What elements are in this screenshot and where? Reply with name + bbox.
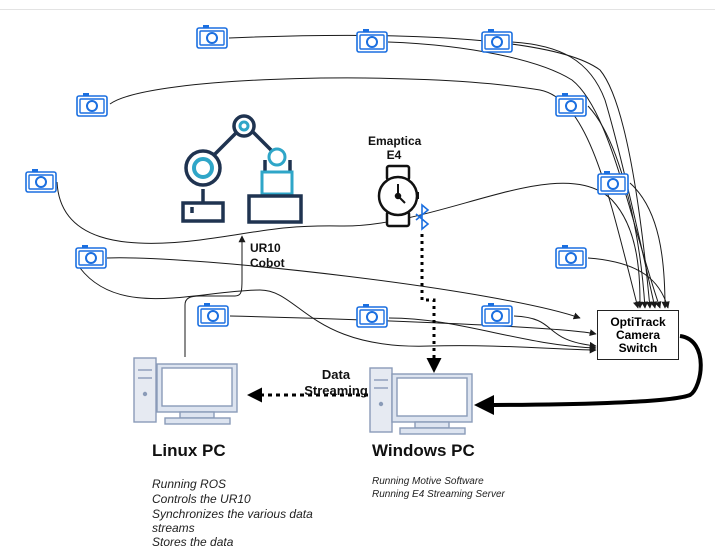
cable-cam-6 xyxy=(56,181,644,309)
cable-cam-9 xyxy=(106,257,581,320)
cable-cam-11 xyxy=(388,317,597,352)
linux-to-cobot-line xyxy=(184,235,246,357)
note-line: Running ROS xyxy=(152,477,227,491)
cable-cam-7 xyxy=(629,182,669,309)
switch-to-windows-arrow xyxy=(474,334,703,415)
note-line: Synchronizes the various data streams xyxy=(152,507,313,535)
top-divider xyxy=(0,9,715,10)
camera-icon xyxy=(75,244,107,269)
windows-pc-notes: Running Motive Software Running E4 Strea… xyxy=(372,475,542,501)
cable-cam-13 xyxy=(79,267,597,354)
watch-icon xyxy=(377,164,419,228)
note-line: Stores the data xyxy=(152,535,234,549)
emaptica-e4-label: Emaptica E4 xyxy=(368,134,422,162)
cobot-icon xyxy=(181,114,303,224)
windows-pc-title: Windows PC xyxy=(372,441,475,460)
camera-icon xyxy=(481,28,513,53)
cable-cam-5 xyxy=(587,105,649,309)
camera-icon xyxy=(481,302,513,327)
ur10-cobot-label: UR10 Cobot xyxy=(250,241,285,270)
camera-icon xyxy=(555,92,587,117)
cable-cam-12 xyxy=(513,315,597,349)
bluetooth-icon xyxy=(415,203,430,231)
note-line: Running Motive Software xyxy=(372,476,484,487)
bluetooth-link xyxy=(420,234,442,373)
camera-icons xyxy=(25,24,629,328)
optitrack-switch-box: OptiTrack Camera Switch xyxy=(597,310,679,360)
linux-pc-title: Linux PC xyxy=(152,441,226,460)
camera-icon xyxy=(356,28,388,53)
note-line: Controls the UR10 xyxy=(152,492,251,506)
note-line: Running E4 Streaming Server xyxy=(372,489,505,500)
windows-pc-icon xyxy=(369,367,473,435)
cable-cam-3 xyxy=(511,41,658,309)
camera-icon xyxy=(597,170,629,195)
linux-pc-notes: Running ROS Controls the UR10 Synchroniz… xyxy=(152,477,342,550)
camera-icon xyxy=(356,303,388,328)
data-streaming-label: Data Streaming xyxy=(304,367,368,398)
camera-icon xyxy=(555,244,587,269)
camera-icon xyxy=(197,302,229,327)
linux-pc-icon xyxy=(133,357,238,425)
cable-cam-8 xyxy=(587,257,670,309)
camera-icon xyxy=(196,24,228,49)
cable-cam-2 xyxy=(387,41,662,309)
camera-icon xyxy=(25,168,57,193)
camera-icon xyxy=(76,92,108,117)
camera-cables xyxy=(56,34,670,354)
